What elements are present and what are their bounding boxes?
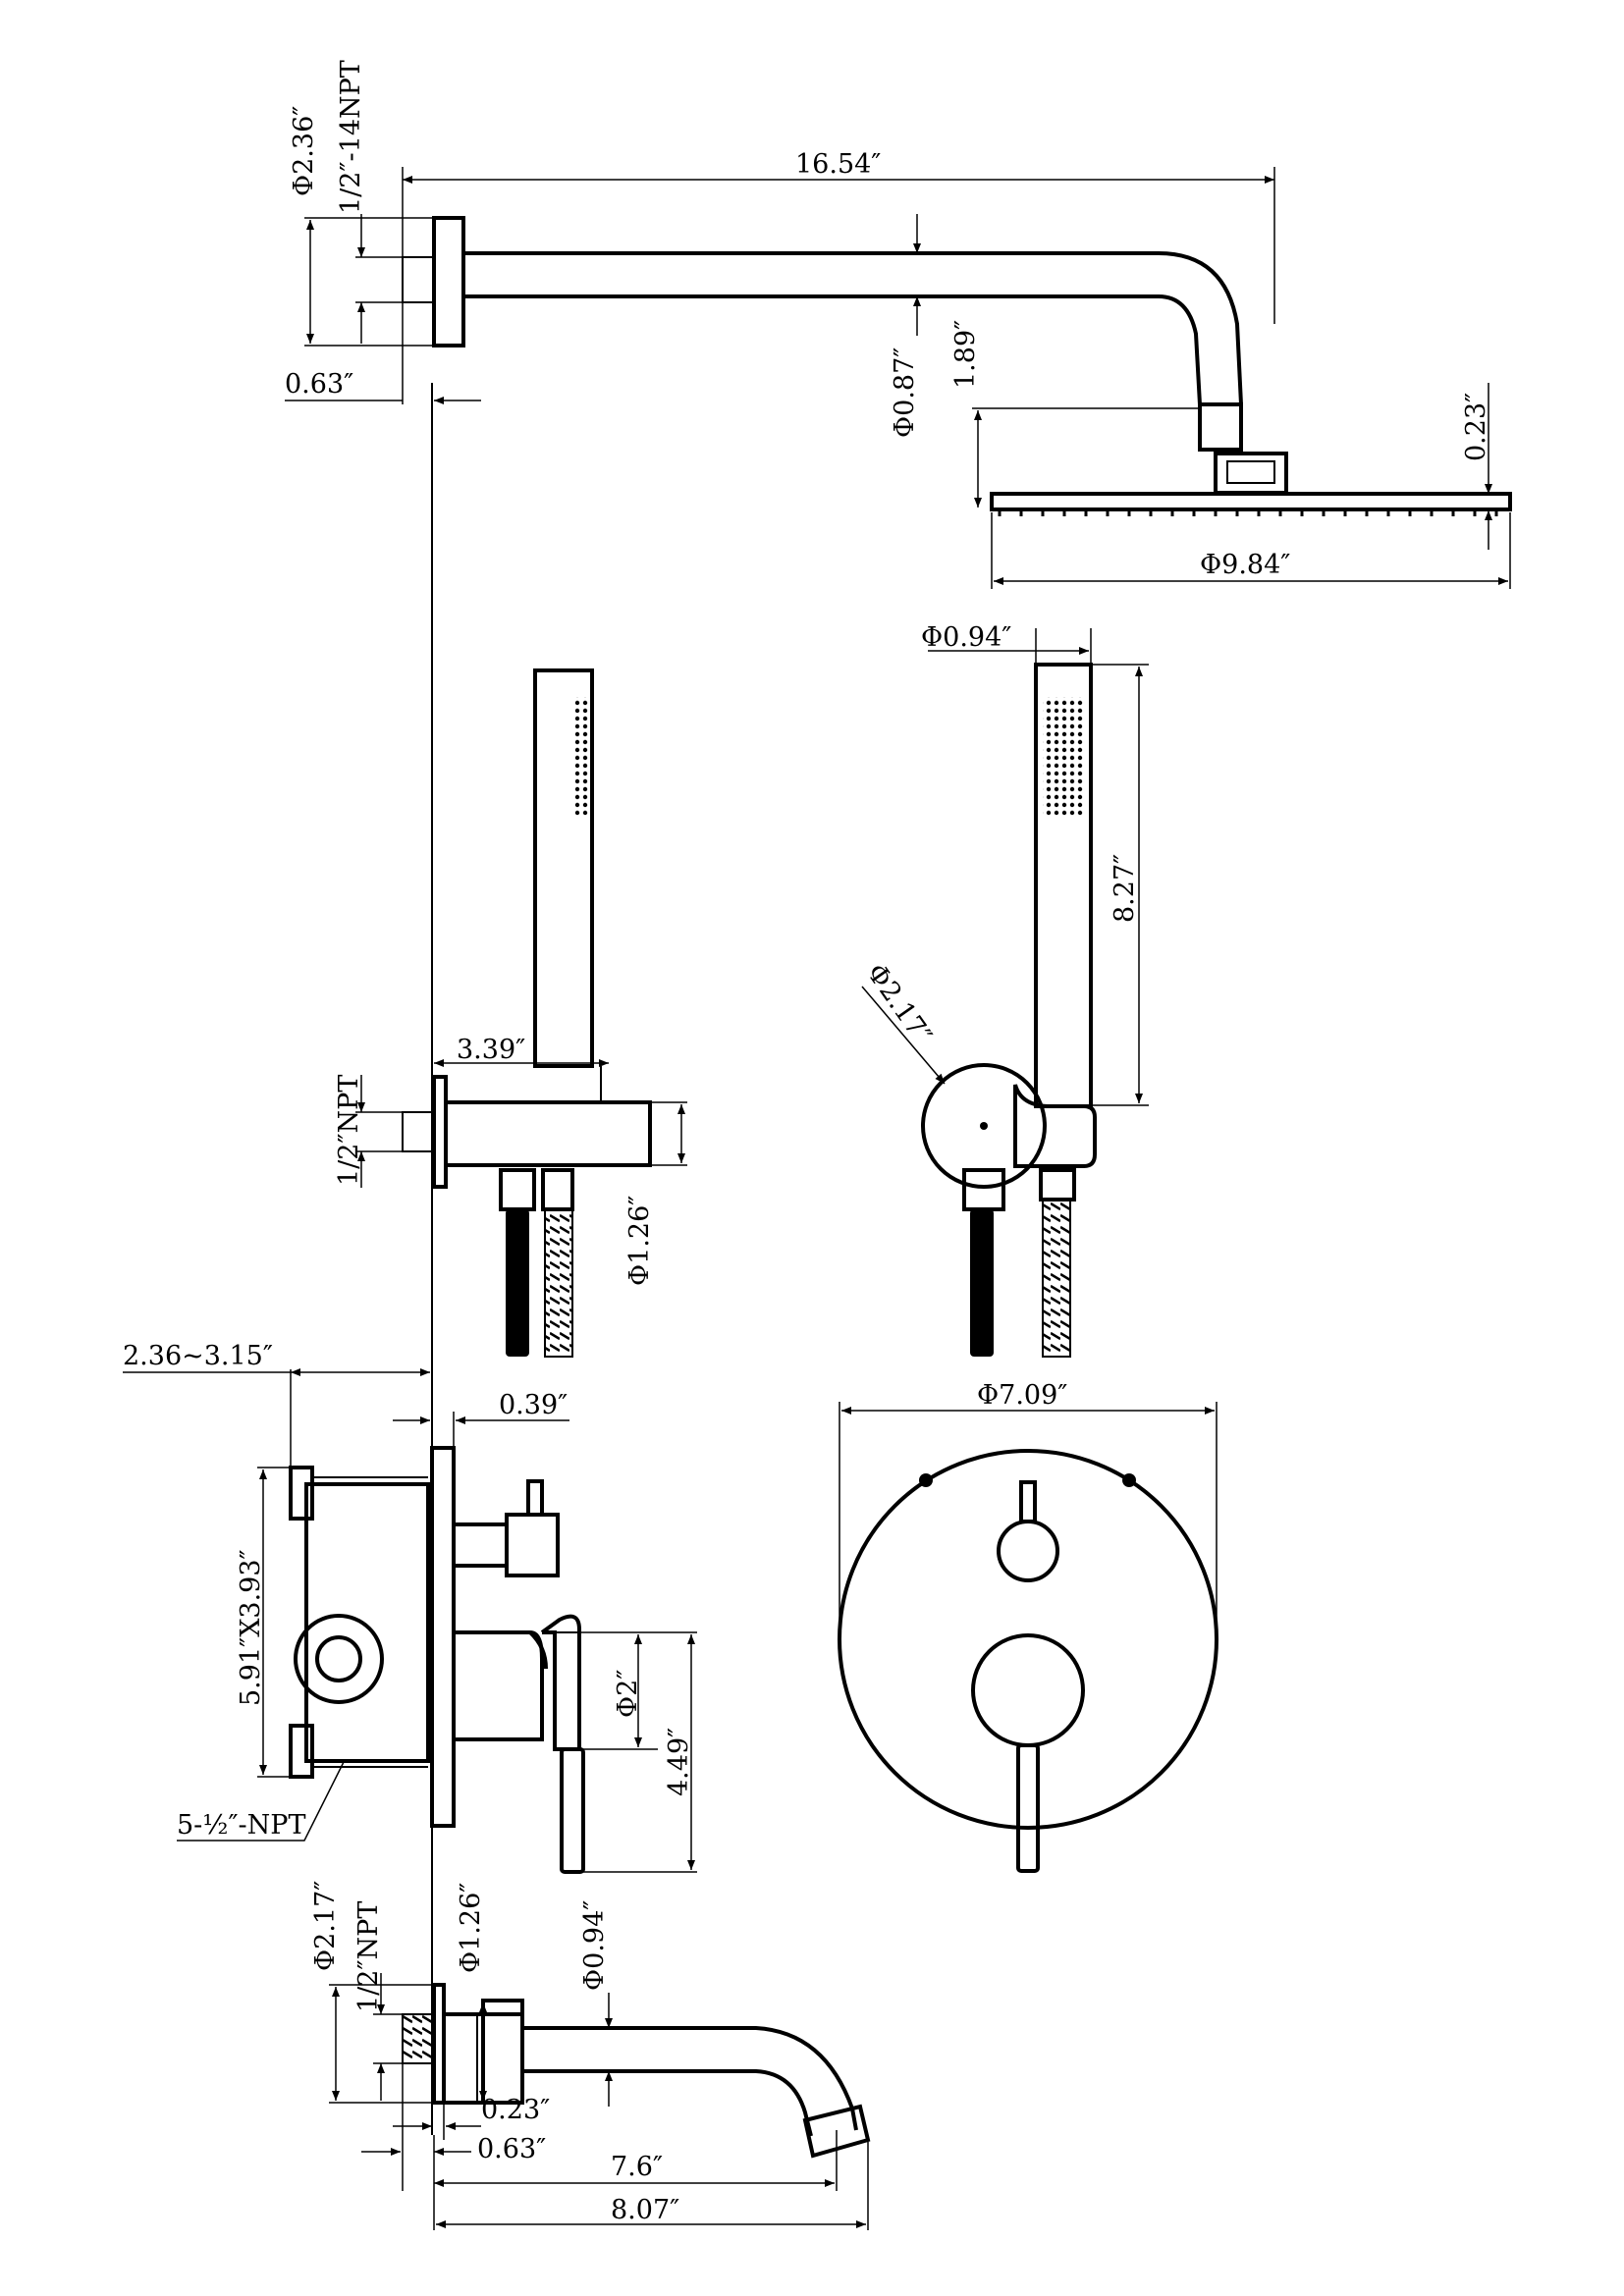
valve-port-outer <box>294 1614 384 1704</box>
valve-box-lug-bottom <box>289 1724 314 1779</box>
valve-side-dimensions: 2.36~3.15″ 0.39″ 5.91″X3.93″ 5-½″-NPT Φ2… <box>123 1341 697 1873</box>
valve-trim-plate <box>430 1446 456 1828</box>
bracket-outlet-diameter-label: Φ1.26″ <box>624 1196 655 1286</box>
arm-flange-diameter-label: Φ2.36″ <box>289 106 319 196</box>
diverter-post-front <box>1019 1480 1037 1523</box>
shower-head-nozzles <box>998 509 1498 516</box>
arm-wall-offset-label: 0.63″ <box>285 369 353 400</box>
valve-handle-hub-front <box>971 1633 1085 1747</box>
spout-reach-label: 7.6″ <box>611 2152 663 2182</box>
valve-handle-body <box>540 1614 581 1751</box>
hand-shower-front-view <box>921 663 1097 1358</box>
head-thickness-label: 0.23″ <box>1461 393 1491 461</box>
bracket-body <box>444 1100 652 1167</box>
supply-tube <box>506 1209 529 1357</box>
valve-handle-projection-label: 4.49″ <box>664 1728 694 1796</box>
arm-wall-flange <box>432 216 465 347</box>
arm-thread-label: 1/2″-14NPT <box>336 60 366 214</box>
valve-handle-lever <box>560 1747 585 1874</box>
hand-shower-nozzles <box>574 697 588 817</box>
bracket-round-plate <box>921 1063 1047 1189</box>
diverter-stem <box>452 1522 509 1568</box>
valve-front-view <box>838 1449 1218 1873</box>
diverter-knob-front <box>997 1520 1059 1582</box>
arm-thread-nipple <box>402 256 435 303</box>
valve-front-dimensions: Φ7.09″ <box>839 1380 1218 1639</box>
spout-tube <box>522 2026 858 2137</box>
spout-flange-gap-label: 0.23″ <box>481 2095 550 2125</box>
front-hose-nut <box>1039 1168 1076 1201</box>
shower-arm-dimensions: 16.54″ Φ2.36″ 1/2″-14NPT 0.63″ Φ0.87″ 1.… <box>285 60 1511 589</box>
handle-front-nozzles <box>1043 697 1084 817</box>
diverter-knob <box>505 1513 560 1577</box>
head-nut <box>1214 452 1288 495</box>
spout-tip <box>802 2104 871 2159</box>
valve-box <box>304 1482 430 1763</box>
spout-diameter-label: Φ0.94″ <box>579 1900 610 1991</box>
trim-diameter-label: Φ7.09″ <box>977 1380 1067 1411</box>
bracket-holder <box>1013 1084 1097 1168</box>
arm-diameter-label: Φ0.87″ <box>890 347 920 438</box>
spout-thread-label: 1/2″NPT <box>353 1901 384 2012</box>
valve-spindle <box>454 1630 544 1741</box>
bracket-diameter-label: Φ2.17″ <box>860 958 937 1049</box>
front-supply-tube <box>970 1209 994 1357</box>
valve-port-inner <box>315 1635 362 1682</box>
bracket-projection-label: 3.39″ <box>457 1035 525 1065</box>
valve-wall-depth-label: 2.36~3.15″ <box>123 1341 273 1371</box>
front-hose-coil <box>1042 1199 1071 1358</box>
handle-diameter-label: Φ0.94″ <box>921 622 1011 653</box>
valve-handle-lever-front <box>1016 1743 1040 1873</box>
bracket-hose-nut-left <box>499 1168 536 1211</box>
spout-overall-length-label: 8.07″ <box>611 2195 679 2225</box>
valve-side-view <box>289 1446 585 1874</box>
tub-spout <box>402 1983 871 2159</box>
arm-length-label: 16.54″ <box>795 149 881 180</box>
bracket-hose-nut-right <box>541 1168 574 1211</box>
diverter-post <box>526 1479 544 1517</box>
spout-body-diameter-label: Φ1.26″ <box>456 1883 486 1973</box>
valve-box-lug-top <box>289 1466 314 1521</box>
shower-arm-assembly <box>402 216 1512 516</box>
arm-connector <box>1198 402 1243 452</box>
trim-plate-front <box>838 1449 1218 1830</box>
hose-coil <box>544 1208 573 1358</box>
shower-arm-pipe <box>463 251 1243 405</box>
hand-shower-front-dimensions: Φ0.94″ 8.27″ Φ2.17″ <box>860 622 1149 1106</box>
tub-spout-dimensions: Φ2.17″ 1/2″NPT Φ1.26″ Φ0.94″ 0.23″ 0.63″… <box>310 1881 869 2230</box>
arm-drop-label: 1.89″ <box>950 320 981 389</box>
spout-thread <box>402 2013 435 2064</box>
spout-flange-diameter-label: Φ2.17″ <box>310 1881 341 1971</box>
handle-length-label: 8.27″ <box>1110 854 1140 923</box>
head-diameter-label: Φ9.84″ <box>1200 550 1290 580</box>
valve-ports-label: 5-½″-NPT <box>177 1810 305 1841</box>
valve-box-size-label: 5.91″X3.93″ <box>236 1549 266 1706</box>
hand-shower-side-view <box>402 668 652 1358</box>
shower-head-plate <box>990 492 1512 511</box>
hand-shower-side-dimensions: 3.39″ 1/2″NPT Φ1.26″ <box>334 1035 687 1286</box>
valve-handle-diameter-label: Φ2″ <box>613 1670 643 1718</box>
front-supply-nut <box>962 1168 1005 1211</box>
spout-wall-offset-label: 0.63″ <box>477 2134 546 2164</box>
valve-plate-thickness-label: 0.39″ <box>499 1390 568 1420</box>
bracket-thread <box>402 1111 435 1152</box>
bracket-thread-label: 1/2″NPT <box>334 1075 364 1186</box>
